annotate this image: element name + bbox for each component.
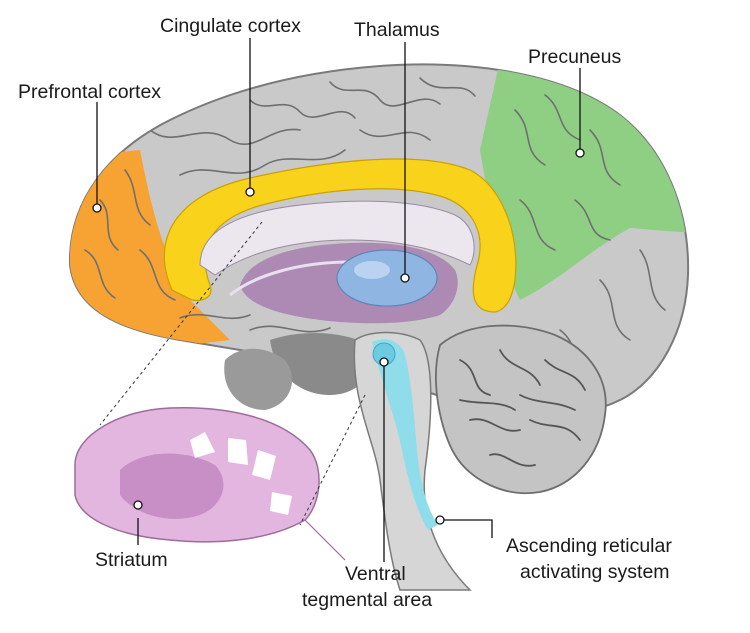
cerebellum: [435, 324, 607, 494]
label-thalamus: Thalamus: [354, 19, 440, 41]
brainstem: [353, 331, 472, 591]
zoom-line-top: [99, 221, 263, 426]
leaders: [92, 38, 585, 562]
label-cingulate-cortex: Cingulate cortex: [160, 15, 301, 37]
label-vta-line1: Ventral: [345, 563, 406, 585]
label-striatum: Striatum: [95, 549, 168, 571]
striatum-inset: [74, 406, 346, 561]
label-aras-line1: Ascending reticular: [506, 535, 672, 557]
thalamus-region: [336, 249, 438, 307]
label-aras-line2: activating system: [520, 561, 670, 583]
label-prefrontal-cortex: Prefrontal cortex: [18, 81, 161, 103]
label-vta-line2: tegmental area: [302, 589, 432, 611]
ascending-reticular-region: [372, 339, 438, 530]
cingulate-region: [163, 158, 517, 313]
label-precuneus: Precuneus: [528, 46, 621, 68]
cerebrum: [68, 63, 690, 417]
zoom-line-bottom: [299, 394, 366, 526]
